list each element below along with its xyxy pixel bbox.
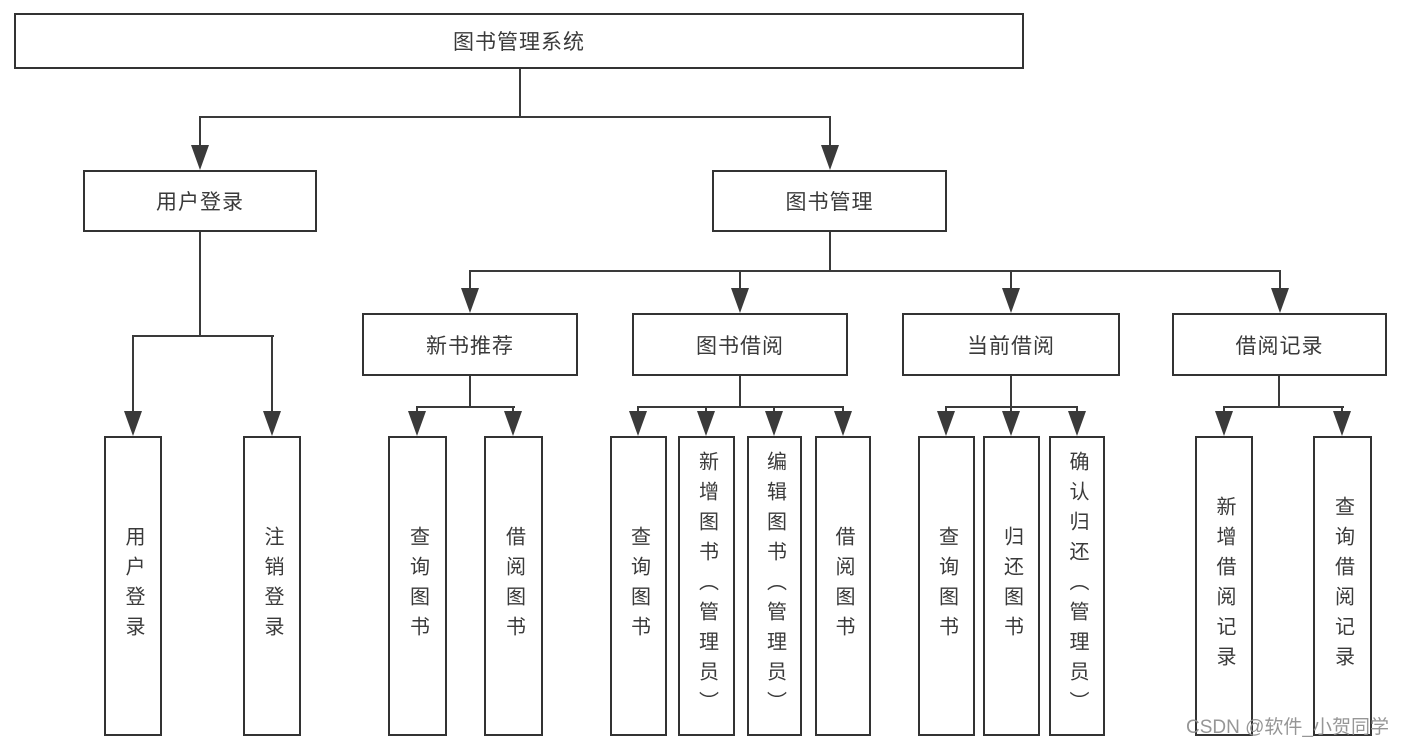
leaf-query-books-recommend-label: 查询图书 bbox=[406, 526, 429, 646]
arrowhead bbox=[731, 288, 749, 313]
connector bbox=[1010, 407, 1012, 413]
connector bbox=[199, 116, 831, 118]
connector bbox=[132, 335, 274, 337]
arrowhead bbox=[263, 411, 281, 436]
node-current-borrowing-label: 当前借阅 bbox=[967, 334, 1055, 358]
connector bbox=[829, 117, 831, 146]
arrowhead bbox=[697, 411, 715, 436]
arrowhead bbox=[765, 411, 783, 436]
connector bbox=[842, 407, 844, 413]
connector bbox=[739, 376, 741, 407]
arrowhead bbox=[1215, 411, 1233, 436]
leaf-logout: 注销登录 bbox=[243, 436, 301, 736]
connector bbox=[1076, 407, 1078, 413]
connector bbox=[773, 407, 775, 413]
leaf-user-login: 用户登录 bbox=[104, 436, 162, 736]
connector bbox=[132, 336, 134, 412]
connector bbox=[637, 406, 844, 408]
connector bbox=[637, 407, 639, 413]
connector bbox=[416, 406, 515, 408]
connector bbox=[1341, 407, 1343, 413]
arrowhead bbox=[408, 411, 426, 436]
connector bbox=[829, 232, 831, 272]
arrowhead bbox=[1333, 411, 1351, 436]
connector bbox=[271, 336, 273, 412]
leaf-add-book-admin: 新增图书（管理员） bbox=[678, 436, 735, 736]
node-book-management-label: 图书管理 bbox=[785, 191, 874, 214]
arrowhead bbox=[1068, 411, 1086, 436]
arrowhead bbox=[124, 411, 142, 436]
arrowhead bbox=[629, 411, 647, 436]
leaf-borrow-books-recommend-label: 借阅图书 bbox=[502, 526, 525, 646]
connector bbox=[1279, 272, 1281, 289]
leaf-borrow-books-recommend: 借阅图书 bbox=[484, 436, 543, 736]
connector bbox=[416, 407, 418, 413]
leaf-query-books-borrowing: 查询图书 bbox=[610, 436, 667, 736]
csdn-watermark: CSDN @软件_小贺同学 bbox=[1186, 717, 1389, 738]
arrowhead bbox=[821, 145, 839, 170]
connector bbox=[1010, 376, 1012, 407]
leaf-edit-book-admin: 编辑图书（管理员） bbox=[747, 436, 802, 736]
connector bbox=[1010, 272, 1012, 289]
arrowhead bbox=[1002, 288, 1020, 313]
connector bbox=[512, 407, 514, 413]
connector bbox=[945, 407, 947, 413]
leaf-edit-book-admin-label: 编辑图书（管理员） bbox=[763, 451, 786, 721]
leaf-query-books-borrowing-label: 查询图书 bbox=[627, 526, 650, 646]
leaf-query-books-recommend: 查询图书 bbox=[388, 436, 447, 736]
connector bbox=[1223, 407, 1225, 413]
node-borrow-records-label: 借阅记录 bbox=[1235, 334, 1324, 358]
node-user-login-label: 用户登录 bbox=[156, 191, 244, 214]
connector bbox=[199, 117, 201, 146]
leaf-return-book-label: 归还图书 bbox=[1000, 526, 1023, 646]
leaf-add-borrow-record: 新增借阅记录 bbox=[1195, 436, 1253, 736]
arrowhead bbox=[1271, 288, 1289, 313]
arrowhead bbox=[461, 288, 479, 313]
node-new-book-recommend-label: 新书推荐 bbox=[426, 334, 514, 358]
connector bbox=[469, 270, 1281, 272]
leaf-return-book: 归还图书 bbox=[983, 436, 1040, 736]
connector bbox=[1278, 376, 1280, 407]
arrowhead bbox=[1002, 411, 1020, 436]
connector bbox=[199, 232, 201, 336]
leaf-query-borrow-record: 查询借阅记录 bbox=[1313, 436, 1372, 736]
arrowhead bbox=[504, 411, 522, 436]
leaf-query-books-current-label: 查询图书 bbox=[935, 526, 958, 646]
leaf-query-books-current: 查询图书 bbox=[918, 436, 975, 736]
node-user-login: 用户登录 bbox=[83, 170, 317, 232]
node-book-borrowing: 图书借阅 bbox=[632, 313, 848, 376]
connector bbox=[469, 272, 471, 289]
connector bbox=[519, 69, 521, 117]
node-library-system-label: 图书管理系统 bbox=[453, 31, 585, 54]
leaf-confirm-return-admin: 确认归还（管理员） bbox=[1049, 436, 1105, 736]
node-borrow-records: 借阅记录 bbox=[1172, 313, 1387, 376]
node-current-borrowing: 当前借阅 bbox=[902, 313, 1120, 376]
leaf-confirm-return-admin-label: 确认归还（管理员） bbox=[1066, 451, 1088, 721]
connector bbox=[739, 272, 741, 289]
node-library-system: 图书管理系统 bbox=[14, 13, 1024, 69]
node-book-borrowing-label: 图书借阅 bbox=[696, 334, 784, 358]
arrowhead bbox=[191, 145, 209, 170]
connector bbox=[469, 376, 471, 407]
connector bbox=[705, 407, 707, 413]
node-book-management: 图书管理 bbox=[712, 170, 947, 232]
arrowhead bbox=[834, 411, 852, 436]
arrowhead bbox=[937, 411, 955, 436]
connector bbox=[1223, 406, 1344, 408]
leaf-add-borrow-record-label: 新增借阅记录 bbox=[1213, 496, 1235, 676]
leaf-add-book-admin-label: 新增图书（管理员） bbox=[695, 451, 718, 721]
node-new-book-recommend: 新书推荐 bbox=[362, 313, 578, 376]
leaf-query-borrow-record-label: 查询借阅记录 bbox=[1331, 496, 1354, 676]
leaf-borrow-books: 借阅图书 bbox=[815, 436, 871, 736]
leaf-user-login-label: 用户登录 bbox=[122, 526, 144, 646]
leaf-borrow-books-label: 借阅图书 bbox=[832, 526, 854, 646]
leaf-logout-label: 注销登录 bbox=[261, 526, 283, 646]
